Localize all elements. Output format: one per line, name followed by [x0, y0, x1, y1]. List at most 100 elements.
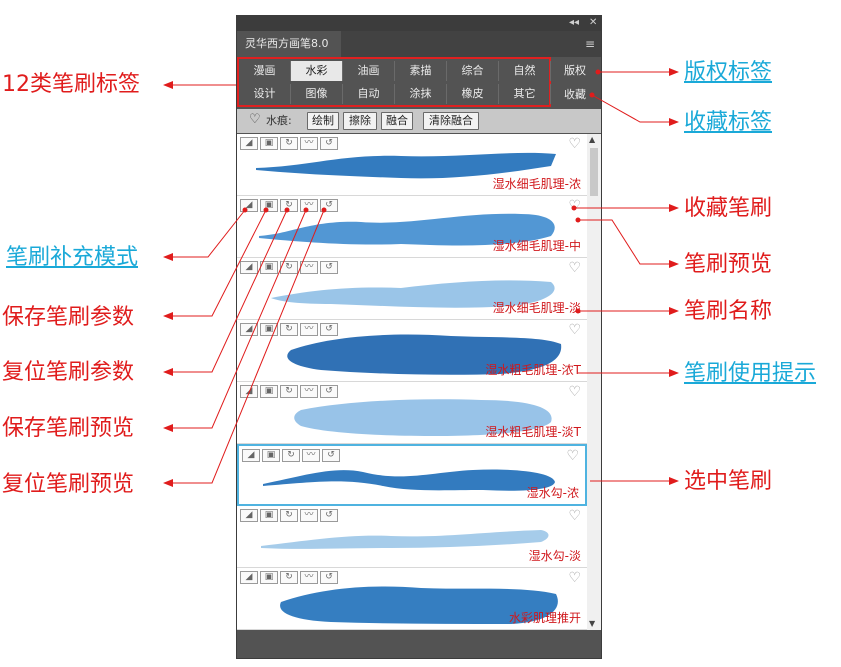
category-tab[interactable]: 其它 [499, 84, 551, 104]
brush-stroke [256, 152, 556, 179]
brush-list[interactable]: ◢▣↻〰↺♡湿水细毛肌理-浓◢▣↻〰↺♡湿水细毛肌理-中◢▣↻〰↺♡湿水细毛肌理… [237, 134, 587, 630]
brush-preview [287, 334, 562, 375]
favorite-heart-icon[interactable]: ♡ [568, 260, 581, 276]
brush-item[interactable]: ◢▣↻〰↺♡湿水勾-浓 [237, 444, 587, 506]
brush-item[interactable]: ◢▣↻〰↺♡湿水粗毛肌理-浓T [237, 320, 587, 382]
panel-tabbar: 灵华西方画笔8.0 ≡ [237, 31, 601, 57]
panel-title-tab[interactable]: 灵华西方画笔8.0 [237, 31, 341, 57]
brush-item[interactable]: ◢▣↻〰↺ ♡ 湿水细毛肌理-浓 [237, 134, 587, 196]
brush-preview [261, 530, 549, 549]
category-tab[interactable]: 涂抹 [395, 84, 447, 104]
favorites-tab[interactable]: 收藏 [564, 88, 586, 101]
panel-bottombar [237, 630, 601, 658]
category-tab[interactable]: 图像 [291, 84, 343, 104]
category-tab[interactable]: 设计 [239, 84, 291, 104]
favorite-heart-icon[interactable]: ♡ [568, 322, 581, 338]
annotation-brush-hint[interactable]: 笔刷使用提示 [684, 361, 817, 386]
favorite-heart-icon[interactable]: ♡ [568, 508, 581, 524]
brush-preview [259, 213, 555, 246]
annotation-categories: 12类笔刷标签 [2, 72, 140, 97]
annotation-copyright-tab[interactable]: 版权标签 [684, 60, 773, 85]
favorite-heart-icon[interactable]: ♡ [568, 136, 581, 152]
brush-stroke-icon[interactable]: 〰 [300, 509, 318, 522]
brush-stroke-icon[interactable]: 〰 [300, 571, 318, 584]
blend-button[interactable]: 融合 [381, 112, 413, 130]
heart-icon[interactable]: ♡ [249, 112, 261, 127]
category-tab[interactable]: 水彩 [291, 61, 343, 81]
annotation-favorites-tab[interactable]: 收藏标签 [684, 110, 773, 135]
brush-stroke [294, 399, 552, 436]
brush-name: 湿水细毛肌理-中 [492, 239, 581, 253]
annotation-supplement-mode[interactable]: 笔刷补充模式 [6, 245, 139, 270]
favorite-heart-icon[interactable]: ♡ [566, 448, 579, 464]
watermark-toolbar: ♡ 水痕: 绘制 擦除 融合 清除融合 [237, 109, 601, 133]
scroll-down-icon[interactable]: ▼ [589, 619, 596, 628]
brush-name: 湿水细毛肌理-淡 [492, 301, 581, 315]
category-tabs: 漫画水彩油画素描综合自然 设计图像自动涂抹橡皮其它 [237, 57, 551, 107]
scrollbar[interactable]: ▲ ▼ [587, 134, 601, 630]
category-tab[interactable]: 综合 [447, 61, 499, 81]
annotation-save-params: 保存笔刷参数 [2, 305, 135, 330]
watermark-label: 水痕: [266, 114, 292, 127]
brush-name: 湿水勾-淡 [528, 549, 581, 563]
brush-item[interactable]: ◢▣↻〰↺ ♡ 水彩肌理推开 [237, 568, 587, 630]
reset-icon[interactable]: ↻ [280, 137, 298, 150]
draw-button[interactable]: 绘制 [307, 112, 339, 130]
brush-name: 湿水勾-浓 [526, 486, 579, 500]
brush-stroke [271, 280, 555, 308]
category-tab[interactable]: 橡皮 [447, 84, 499, 104]
brush-preview [280, 586, 558, 624]
category-tab[interactable]: 素描 [395, 61, 447, 81]
brush-stroke [263, 469, 555, 491]
eraser-icon[interactable]: ◢ [240, 137, 258, 150]
brush-name: 湿水细毛肌理-浓 [492, 177, 581, 191]
hamburger-menu-icon[interactable]: ≡ [584, 37, 595, 51]
brush-preview [271, 280, 555, 308]
favorite-heart-icon[interactable]: ♡ [568, 570, 581, 586]
category-tab[interactable]: 自然 [499, 61, 551, 81]
erase-button[interactable]: 擦除 [343, 112, 377, 130]
annotation-save-preview: 保存笔刷预览 [2, 416, 135, 441]
annotation-favorite-brush: 收藏笔刷 [684, 196, 773, 221]
reset-preview-icon[interactable]: ↺ [320, 571, 338, 584]
reset-preview-icon[interactable]: ↺ [320, 137, 338, 150]
category-tab[interactable]: 油画 [343, 61, 395, 81]
close-icon[interactable]: ✕ [589, 17, 598, 28]
brush-stroke [280, 586, 558, 624]
brush-stroke [287, 334, 562, 375]
scroll-up-icon[interactable]: ▲ [589, 135, 596, 144]
annotation-reset-params: 复位笔刷参数 [2, 360, 135, 385]
copyright-tab[interactable]: 版权 [564, 64, 586, 77]
category-tab[interactable]: 漫画 [239, 61, 291, 81]
favorite-heart-icon[interactable]: ♡ [568, 384, 581, 400]
brush-stroke [261, 530, 549, 549]
collapse-icon[interactable]: ◂◂ [569, 17, 580, 28]
category-tab[interactable]: 自动 [343, 84, 395, 104]
brush-preview [294, 399, 552, 436]
brush-item[interactable]: ◢▣↻〰↺♡湿水粗毛肌理-淡T [237, 382, 587, 444]
reset-icon[interactable]: ↻ [280, 509, 298, 522]
annotation-brush-preview: 笔刷预览 [684, 252, 773, 277]
brush-stroke [259, 213, 555, 246]
clear-blend-button[interactable]: 清除融合 [423, 112, 479, 130]
brush-preview [256, 152, 556, 179]
annotation-brush-name: 笔刷名称 [684, 299, 773, 324]
annotation-reset-preview: 复位笔刷预览 [2, 472, 135, 497]
eraser-icon[interactable]: ◢ [240, 571, 258, 584]
panel-topbar: ◂◂ ✕ [237, 16, 601, 31]
brush-name: 水彩肌理推开 [508, 611, 581, 625]
brush-name: 湿水粗毛肌理-淡T [485, 425, 581, 439]
save-icon[interactable]: ▣ [260, 571, 278, 584]
brush-item[interactable]: ◢▣↻〰↺♡湿水细毛肌理-淡 [237, 258, 587, 320]
save-icon[interactable]: ▣ [260, 137, 278, 150]
reset-icon[interactable]: ↻ [280, 571, 298, 584]
brush-item[interactable]: ◢▣↻〰↺♡湿水细毛肌理-中 [237, 196, 587, 258]
save-icon[interactable]: ▣ [260, 509, 278, 522]
brush-item[interactable]: ◢▣↻〰↺ ♡ 湿水勾-淡 [237, 506, 587, 568]
reset-preview-icon[interactable]: ↺ [320, 509, 338, 522]
scroll-thumb[interactable] [590, 148, 598, 196]
annotation-selected-brush: 选中笔刷 [684, 469, 773, 494]
brush-stroke-icon[interactable]: 〰 [300, 137, 318, 150]
brush-name: 湿水粗毛肌理-浓T [485, 363, 581, 377]
eraser-icon[interactable]: ◢ [240, 509, 258, 522]
